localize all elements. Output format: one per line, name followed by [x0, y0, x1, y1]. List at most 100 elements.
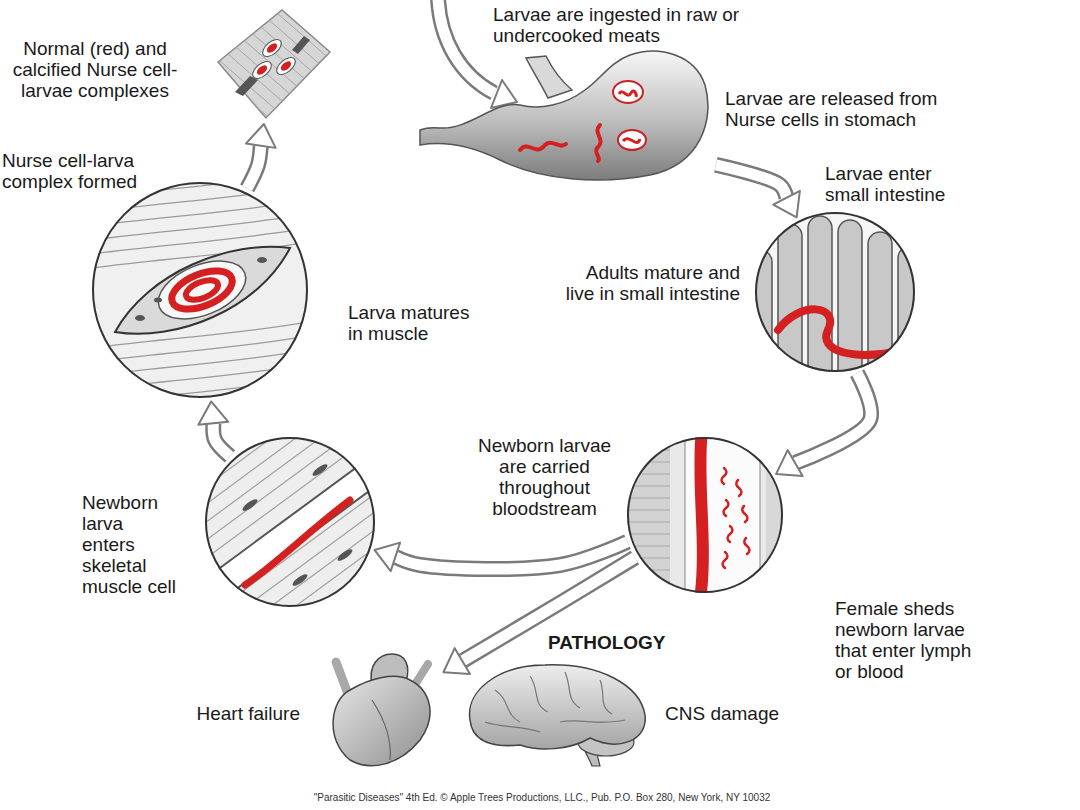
muscle-entry-view [190, 450, 380, 590]
blood-vessel-view [722, 468, 727, 484]
nurse-cell-view [80, 376, 320, 406]
muscle-tissue-sample [260, 36, 285, 59]
blood-vessel-view [620, 486, 670, 487]
muscle-tissue-sample [279, 59, 293, 72]
pathology-heading: PATHOLOGY [548, 632, 666, 653]
stage-caption: Heart failure [175, 703, 300, 724]
muscle-entry-view [241, 497, 259, 512]
brain-illustration [485, 672, 625, 732]
blood-vessel-view [744, 538, 749, 554]
brain-illustration [470, 665, 646, 766]
arrow-head [443, 648, 470, 674]
stomach-illustration [596, 125, 601, 161]
cycle-arrow [374, 542, 627, 571]
muscle-entry-view [205, 472, 395, 612]
nurse-cell-view [115, 247, 290, 334]
stage-caption: Newborn larva enters skeletal muscle cel… [82, 492, 179, 597]
circle-outline [756, 213, 914, 371]
heart-illustration [333, 676, 430, 765]
arrow-fill [795, 373, 871, 463]
muscle-entry-view [291, 572, 309, 587]
nurse-cell-view [80, 390, 320, 420]
blood-vessel-view [685, 430, 760, 600]
arrow-fill [213, 423, 230, 456]
blood-vessel-view [724, 500, 729, 516]
muscle-entry-view [190, 562, 380, 702]
heart-illustration [336, 662, 348, 694]
muscle-tissue-sample [255, 63, 269, 76]
brain-illustration [565, 672, 580, 708]
muscle-entry-view [245, 500, 350, 585]
blood-vessel-view [736, 480, 741, 496]
brain-node: CNS damage [460, 660, 650, 765]
cycle-arrow [443, 558, 634, 674]
arrow-fill [395, 542, 627, 569]
heart-illustration [414, 664, 428, 686]
nurse-cell-view [80, 212, 320, 242]
blood-vessel-view [620, 582, 670, 583]
nurse-cell-view [80, 334, 320, 364]
blood-vessel-view [742, 506, 747, 522]
nurse-cell-view [166, 263, 237, 317]
arrow-head [374, 543, 400, 571]
copyright-credit: "Parasitic Diseases" 4th Ed. © Apple Tre… [2, 792, 1080, 804]
muscle-tissue-sample [235, 76, 258, 96]
nurse-cell-view [154, 298, 162, 303]
intestine-circle: Larvae enter small intestineAdults matur… [755, 212, 915, 372]
brain-illustration [600, 680, 612, 714]
nurse-cell-view [183, 276, 221, 304]
nurse-cell-view [80, 320, 320, 350]
edge-label: Newborn larvae are carried throughout bl… [472, 435, 617, 519]
brain-illustration [485, 722, 540, 732]
stage-caption: Larva matures in muscle [348, 302, 473, 344]
blood-vessel-view [620, 430, 796, 600]
blood-vessel-view [722, 468, 750, 568]
blood-vessel-view [700, 430, 703, 600]
cycle-arrow [776, 373, 871, 476]
blood-vessel-view [723, 552, 728, 568]
heart-illustration [333, 654, 430, 766]
stage-caption: Larvae are released from Nurse cells in … [725, 88, 965, 130]
muscle-tissue-node: Normal (red) and calcified Nurse cell-la… [215, 8, 330, 120]
cycle-arrow [246, 124, 276, 188]
circle-outline [93, 183, 307, 397]
arrow-fill [247, 146, 261, 189]
stage-caption: Nurse cell-larva complex formed [2, 150, 177, 192]
muscle-tissue-sample [246, 0, 386, 122]
blood-vessel-view [620, 430, 796, 600]
arrow-outline [247, 146, 261, 189]
nurse-cell-view [80, 170, 320, 420]
circle-outline [628, 438, 782, 592]
blood-vessel-view [620, 474, 670, 475]
arrow-head [776, 450, 803, 476]
nurse-cell-view [80, 362, 320, 392]
nurse-cell-view [150, 250, 254, 331]
muscle-tissue-sample [274, 54, 299, 77]
arrow-outline [795, 373, 871, 463]
muscle-tissue-sample [278, 0, 418, 122]
blood-vessel-view [620, 534, 670, 535]
muscle-tissue-sample [218, 10, 330, 118]
intestine-villi-view [778, 309, 905, 354]
circle-outline [627, 437, 783, 593]
stage-caption: Adults mature and live in small intestin… [565, 262, 740, 304]
blood-vessel-view [728, 526, 733, 542]
cycle-arrow [716, 165, 800, 218]
ingestion-arrow [438, 0, 494, 93]
stomach-illustration [526, 56, 572, 98]
muscle-cell-circle: Newborn larva enters skeletal muscle cel… [205, 437, 375, 607]
circle-outline [92, 182, 308, 398]
muscle-tissue-sample [198, 0, 338, 122]
arrow-outline [395, 542, 627, 569]
muscle-entry-view [336, 547, 354, 562]
nurse-cell-view [257, 257, 267, 263]
stomach-illustration [618, 130, 646, 150]
nurse-cell-view [80, 170, 320, 420]
muscle-tissue-sample [262, 0, 402, 122]
muscle-tissue-sample [182, 0, 322, 122]
stomach-node: Larvae are ingested in raw or undercooke… [420, 50, 712, 185]
